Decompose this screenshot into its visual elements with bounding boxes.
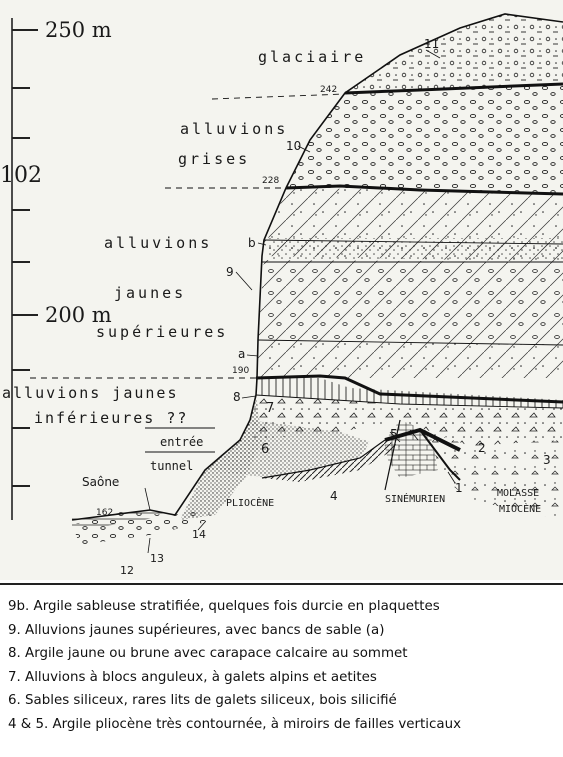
layer-number-14: 14	[192, 528, 206, 541]
legend-item-6: 6. Sables siliceux, rares lits de galets…	[8, 689, 563, 713]
layer-number-4: 4	[330, 489, 338, 503]
layer-number-11: 11	[424, 37, 439, 51]
label-pliocene: PLIOCÈNE	[226, 496, 274, 509]
layer-number-b: b	[248, 236, 256, 250]
label-miocene: MIOCÈNE	[499, 502, 541, 515]
layer-number-6: 6	[261, 442, 269, 457]
label-alluvions-grises-1: alluvions	[180, 120, 288, 138]
scale-label-250: 250 m	[45, 18, 112, 42]
layer-11-glaciaire	[345, 14, 563, 93]
legend-item-8: 8. Argile jaune ou brune avec carapace c…	[8, 642, 563, 666]
label-alluvions-grises-2: grises	[178, 150, 250, 168]
legend-item-7: 7. Alluvions à blocs anguleux, à galets …	[8, 666, 563, 690]
geological-cross-section: 250 m 200 m 102 glaciaire alluvions gris…	[0, 0, 563, 580]
label-alluvions-jaunes-2: jaunes	[114, 284, 186, 302]
elevation-162: 162	[96, 508, 113, 518]
layer-number-9: 9	[226, 265, 234, 279]
layer-number-5: 5	[390, 427, 398, 441]
label-entree: entrée	[160, 435, 203, 449]
elevation-scale	[12, 18, 38, 520]
label-alluvions-inf-2: inférieures ??	[34, 409, 188, 427]
layer-number-2: 2	[478, 441, 486, 455]
strata	[72, 14, 563, 545]
section-drawing: 250 m 200 m 102 glaciaire alluvions gris…	[0, 0, 563, 580]
legend-item-9: 9. Alluvions jaunes supérieures, avec ba…	[8, 619, 563, 643]
layer-number-7: 7	[266, 401, 274, 416]
label-glaciaire: glaciaire	[258, 48, 366, 66]
legend-caption: 9b. Argile sableuse stratifiée, quelques…	[0, 583, 563, 757]
label-alluvions-jaunes-1: alluvions	[104, 234, 212, 252]
layer-number-1: 1	[455, 481, 463, 495]
label-tunnel: tunnel	[150, 459, 193, 473]
layer-9-lower	[258, 260, 563, 345]
label-alluvions-jaunes-3: supérieures	[96, 323, 228, 341]
label-molasse: MOLASSE	[497, 488, 539, 499]
label-sinemurien: SINÉMURIEN	[385, 492, 445, 505]
layer-10-alluvions-grises	[286, 84, 563, 194]
layer-number-8: 8	[233, 390, 241, 404]
layer-number-10: 10	[286, 139, 301, 153]
label-saone: Saône	[82, 475, 119, 489]
layer-9a	[257, 340, 563, 378]
layer-number-12: 12	[120, 564, 134, 577]
label-alluvions-inf-1: alluvions jaunes	[2, 384, 179, 402]
elevation-190: 190	[232, 366, 249, 376]
legend-item-4-5: 4 & 5. Argile pliocène très contournée, …	[8, 713, 563, 737]
legend-item-9b: 9b. Argile sableuse stratifiée, quelques…	[8, 595, 563, 619]
elevation-242: 242	[320, 85, 337, 95]
page-number: 102	[0, 163, 42, 188]
layer-number-13: 13	[150, 552, 164, 565]
layer-number-a: a	[238, 347, 245, 361]
elevation-228: 228	[262, 176, 279, 186]
layer-number-3: 3	[543, 453, 551, 467]
